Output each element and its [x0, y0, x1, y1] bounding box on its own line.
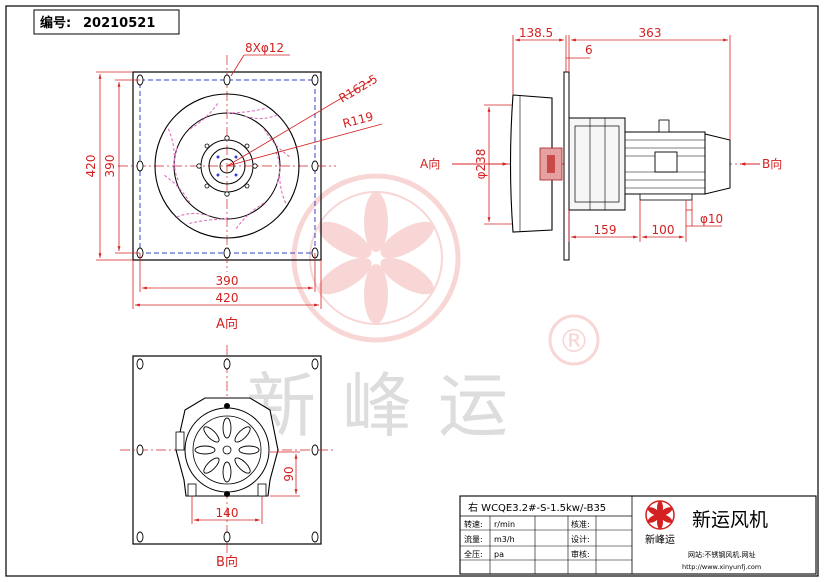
drawing-code-box: 编号: 20210521	[33, 9, 180, 35]
side-mounting-plate	[563, 71, 570, 261]
title-block: 右 WCQE3.2#-S-1.5kw/-B35 转速: r/min 核准: 流量…	[459, 495, 817, 575]
side-motor-fan-cover	[704, 133, 731, 195]
front-view: 8Xφ12 R162.5 R119 420 390 390 420	[84, 41, 383, 332]
dim-238: φ238	[474, 149, 488, 180]
dim-holes-text: 8Xφ12	[245, 41, 284, 55]
dim-r-outer-text: R162.5	[336, 72, 380, 106]
dim-width-outer: 420	[216, 291, 239, 305]
dim-width-inner: 390	[216, 274, 239, 288]
front-view-label: A向	[216, 316, 238, 332]
sheet-border	[5, 5, 819, 577]
bottom-view-label: B向	[216, 554, 238, 570]
watermark-text: 新峰运	[246, 365, 534, 447]
row-label-speed: 转速:	[464, 519, 483, 529]
row-unit-pressure: pa	[494, 550, 504, 559]
side-view: A向 B向	[420, 26, 782, 261]
front-impeller-outer	[154, 93, 300, 239]
row-check-design: 设计:	[571, 534, 590, 544]
dim-10: φ10	[700, 212, 723, 226]
dim-363: 363	[639, 26, 662, 40]
website-line2: http://www.xinyunfj.com	[682, 563, 761, 571]
side-label-b: B向	[762, 156, 782, 171]
drawing-code-label: 编号:	[40, 15, 71, 31]
watermark-fan-icon	[318, 192, 434, 324]
row-check-review: 审核:	[571, 549, 590, 559]
dim-100: 100	[652, 223, 675, 237]
side-impeller-body	[509, 94, 553, 233]
dim-6: 6	[585, 43, 593, 57]
brand-logo-icon	[645, 500, 675, 530]
dim-90: 90	[282, 466, 296, 481]
drawing-code-value: 20210521	[83, 16, 155, 31]
side-label-a: A向	[420, 156, 440, 171]
row-label-flow: 流量:	[464, 534, 483, 544]
dim-138: 138.5	[519, 26, 553, 40]
row-unit-speed: r/min	[494, 520, 515, 529]
row-label-pressure: 全压:	[464, 549, 483, 559]
front-bolt-holes	[136, 74, 319, 259]
front-bolt-pattern	[139, 79, 316, 254]
dim-height-inner: 390	[103, 155, 117, 178]
website-line1: 网站:不锈钢风机.网址	[688, 550, 756, 559]
logo-caption: 新峰运	[645, 533, 675, 546]
dim-140: 140	[216, 506, 239, 520]
dim-159: 159	[594, 223, 617, 237]
bottom-bolt-holes	[136, 358, 319, 543]
row-check-approve: 核准:	[571, 519, 590, 529]
side-junction-box	[654, 151, 678, 173]
model-text: 右 WCQE3.2#-S-1.5kw/-B35	[468, 501, 606, 514]
brand-name: 新运风机	[692, 509, 768, 531]
bottom-view: 90 140 B向	[120, 345, 335, 570]
dim-holes: 8Xφ12	[230, 41, 290, 77]
dim-height-outer: 420	[84, 155, 98, 178]
side-motor-feet	[639, 193, 693, 201]
bottom-fan-cover-vents	[194, 417, 260, 483]
watermark: ® 新峰运	[246, 173, 600, 447]
row-unit-flow: m3/h	[494, 535, 515, 544]
watermark-registered-mark: ®	[558, 322, 590, 360]
side-motor-flange	[568, 117, 626, 211]
